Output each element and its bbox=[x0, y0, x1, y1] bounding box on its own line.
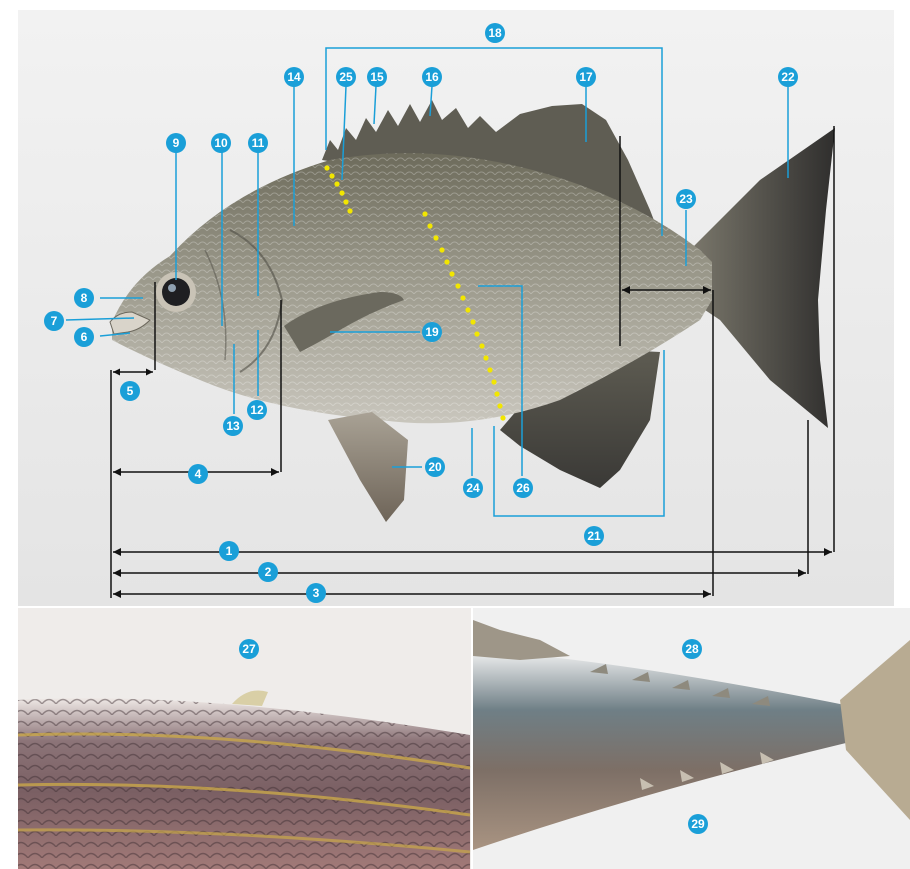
callout-11: 11 bbox=[248, 133, 268, 153]
lateral-line-dot bbox=[491, 379, 496, 384]
callout-3: 3 bbox=[306, 583, 326, 603]
callout-20: 20 bbox=[425, 457, 445, 477]
callout-19: 19 bbox=[422, 322, 442, 342]
lateral-line-dot bbox=[433, 235, 438, 240]
lateral-line-dot bbox=[465, 307, 470, 312]
callout-6: 6 bbox=[74, 327, 94, 347]
lateral-line-dot bbox=[474, 331, 479, 336]
lateral-line-dot bbox=[500, 415, 505, 420]
lateral-line-dot bbox=[427, 223, 432, 228]
callout-number: 6 bbox=[81, 330, 88, 344]
callout-number: 13 bbox=[226, 419, 240, 433]
callout-number: 28 bbox=[685, 642, 699, 656]
lateral-line-dot bbox=[487, 367, 492, 372]
callout-18: 18 bbox=[485, 23, 505, 43]
callout-number: 15 bbox=[370, 70, 384, 84]
callout-12: 12 bbox=[247, 400, 267, 420]
callout-15: 15 bbox=[367, 67, 387, 87]
callout-number: 20 bbox=[428, 460, 442, 474]
callout-29: 29 bbox=[688, 814, 708, 834]
callout-number: 21 bbox=[587, 529, 601, 543]
callout-8: 8 bbox=[74, 288, 94, 308]
callout-4: 4 bbox=[188, 464, 208, 484]
lateral-line-dot bbox=[422, 211, 427, 216]
callout-number: 3 bbox=[313, 586, 320, 600]
callout-2: 2 bbox=[258, 562, 278, 582]
callout-number: 18 bbox=[488, 26, 502, 40]
callout-number: 24 bbox=[466, 481, 480, 495]
callout-10: 10 bbox=[211, 133, 231, 153]
callout-14: 14 bbox=[284, 67, 304, 87]
callout-23: 23 bbox=[676, 189, 696, 209]
lateral-line-dot bbox=[494, 391, 499, 396]
callout-number: 1 bbox=[226, 544, 233, 558]
lateral-line-dot bbox=[347, 208, 352, 213]
lateral-line-dot bbox=[439, 247, 444, 252]
callout-1: 1 bbox=[219, 541, 239, 561]
callout-number: 26 bbox=[516, 481, 530, 495]
callout-number: 2 bbox=[265, 565, 272, 579]
lateral-line-dot bbox=[444, 259, 449, 264]
callout-7: 7 bbox=[44, 311, 64, 331]
callout-number: 17 bbox=[579, 70, 593, 84]
callout-number: 8 bbox=[81, 291, 88, 305]
lateral-line-dot bbox=[460, 295, 465, 300]
callout-26: 26 bbox=[513, 478, 533, 498]
lateral-line-dot bbox=[455, 283, 460, 288]
lateral-line-dot bbox=[470, 319, 475, 324]
callout-number: 5 bbox=[127, 384, 134, 398]
lateral-line-dot bbox=[497, 403, 502, 408]
callout-22: 22 bbox=[778, 67, 798, 87]
lateral-line-dot bbox=[339, 190, 344, 195]
callout-number: 7 bbox=[51, 314, 58, 328]
callout-16: 16 bbox=[422, 67, 442, 87]
callout-number: 9 bbox=[173, 136, 180, 150]
lateral-line-dot bbox=[483, 355, 488, 360]
lateral-line-dot bbox=[343, 199, 348, 204]
lateral-line-dot bbox=[449, 271, 454, 276]
callout-number: 25 bbox=[339, 70, 353, 84]
callout-17: 17 bbox=[576, 67, 596, 87]
callout-number: 22 bbox=[781, 70, 795, 84]
callout-number: 10 bbox=[214, 136, 228, 150]
callout-number: 14 bbox=[287, 70, 301, 84]
lateral-line-dot bbox=[479, 343, 484, 348]
callout-number: 23 bbox=[679, 192, 693, 206]
callout-number: 19 bbox=[425, 325, 439, 339]
callout-25: 25 bbox=[336, 67, 356, 87]
callout-number: 16 bbox=[425, 70, 439, 84]
callout-13: 13 bbox=[223, 416, 243, 436]
callout-5: 5 bbox=[120, 381, 140, 401]
callout-27: 27 bbox=[239, 639, 259, 659]
lateral-line-dot bbox=[334, 181, 339, 186]
callout-21: 21 bbox=[584, 526, 604, 546]
lateral-line-dot bbox=[324, 165, 329, 170]
callout-number: 27 bbox=[242, 642, 256, 656]
lateral-line-dot bbox=[329, 173, 334, 178]
callout-number: 29 bbox=[691, 817, 705, 831]
callout-28: 28 bbox=[682, 639, 702, 659]
callout-number: 11 bbox=[252, 136, 265, 150]
callout-number: 4 bbox=[195, 467, 202, 481]
callout-24: 24 bbox=[463, 478, 483, 498]
callout-number: 12 bbox=[250, 403, 264, 417]
callout-9: 9 bbox=[166, 133, 186, 153]
